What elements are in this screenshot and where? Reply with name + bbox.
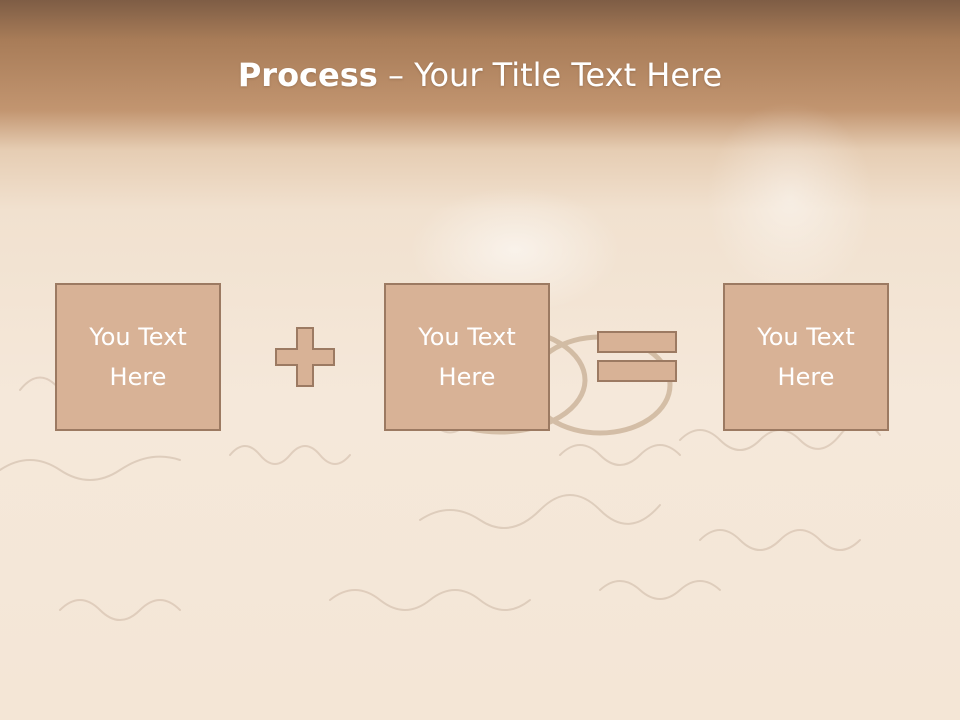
title-bold: Process xyxy=(237,56,378,94)
process-box-3[interactable]: You Text Here xyxy=(723,283,889,431)
process-box-1-text: You Text Here xyxy=(89,323,187,391)
process-box-2-text: You Text Here xyxy=(418,323,516,391)
plus-icon xyxy=(275,327,335,387)
title-dash: – xyxy=(377,56,415,94)
slide-title: Process – Your Title Text Here xyxy=(0,54,960,96)
equals-icon xyxy=(597,331,677,382)
process-box-3-text: You Text Here xyxy=(757,323,855,391)
process-box-1[interactable]: You Text Here xyxy=(55,283,221,431)
title-rest: Your Title Text Here xyxy=(414,56,723,94)
process-box-2[interactable]: You Text Here xyxy=(384,283,550,431)
